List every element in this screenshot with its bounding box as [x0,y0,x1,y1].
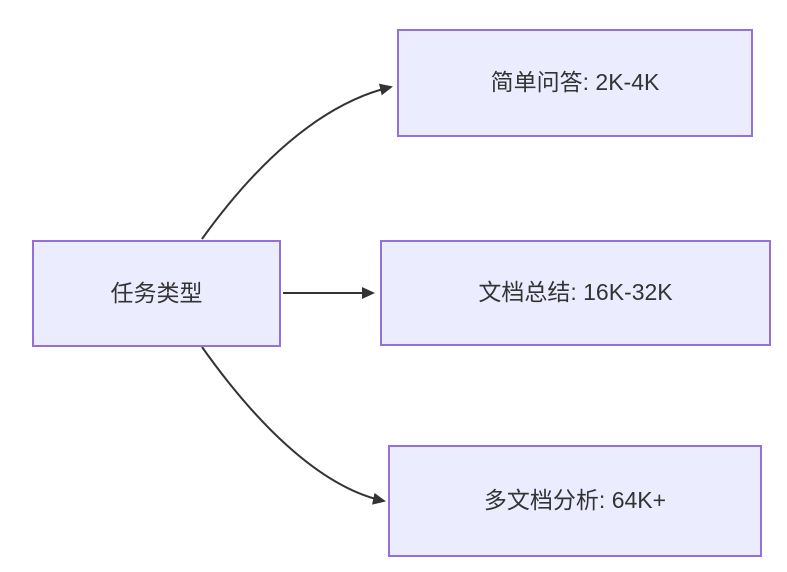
node-simple-qa-label: 简单问答: 2K-4K [490,69,660,96]
node-doc-summary: 文档总结: 16K-32K [380,240,771,346]
node-simple-qa: 简单问答: 2K-4K [397,29,753,137]
node-task-type-label: 任务类型 [110,279,203,306]
node-multi-doc-label: 多文档分析: 64K+ [483,487,667,514]
edge-root-to-multi-doc [201,346,386,505]
edge-root-to-simple-qa [201,83,393,240]
node-multi-doc: 多文档分析: 64K+ [388,445,762,557]
node-task-type: 任务类型 [32,240,281,347]
node-doc-summary-label: 文档总结: 16K-32K [478,279,673,306]
